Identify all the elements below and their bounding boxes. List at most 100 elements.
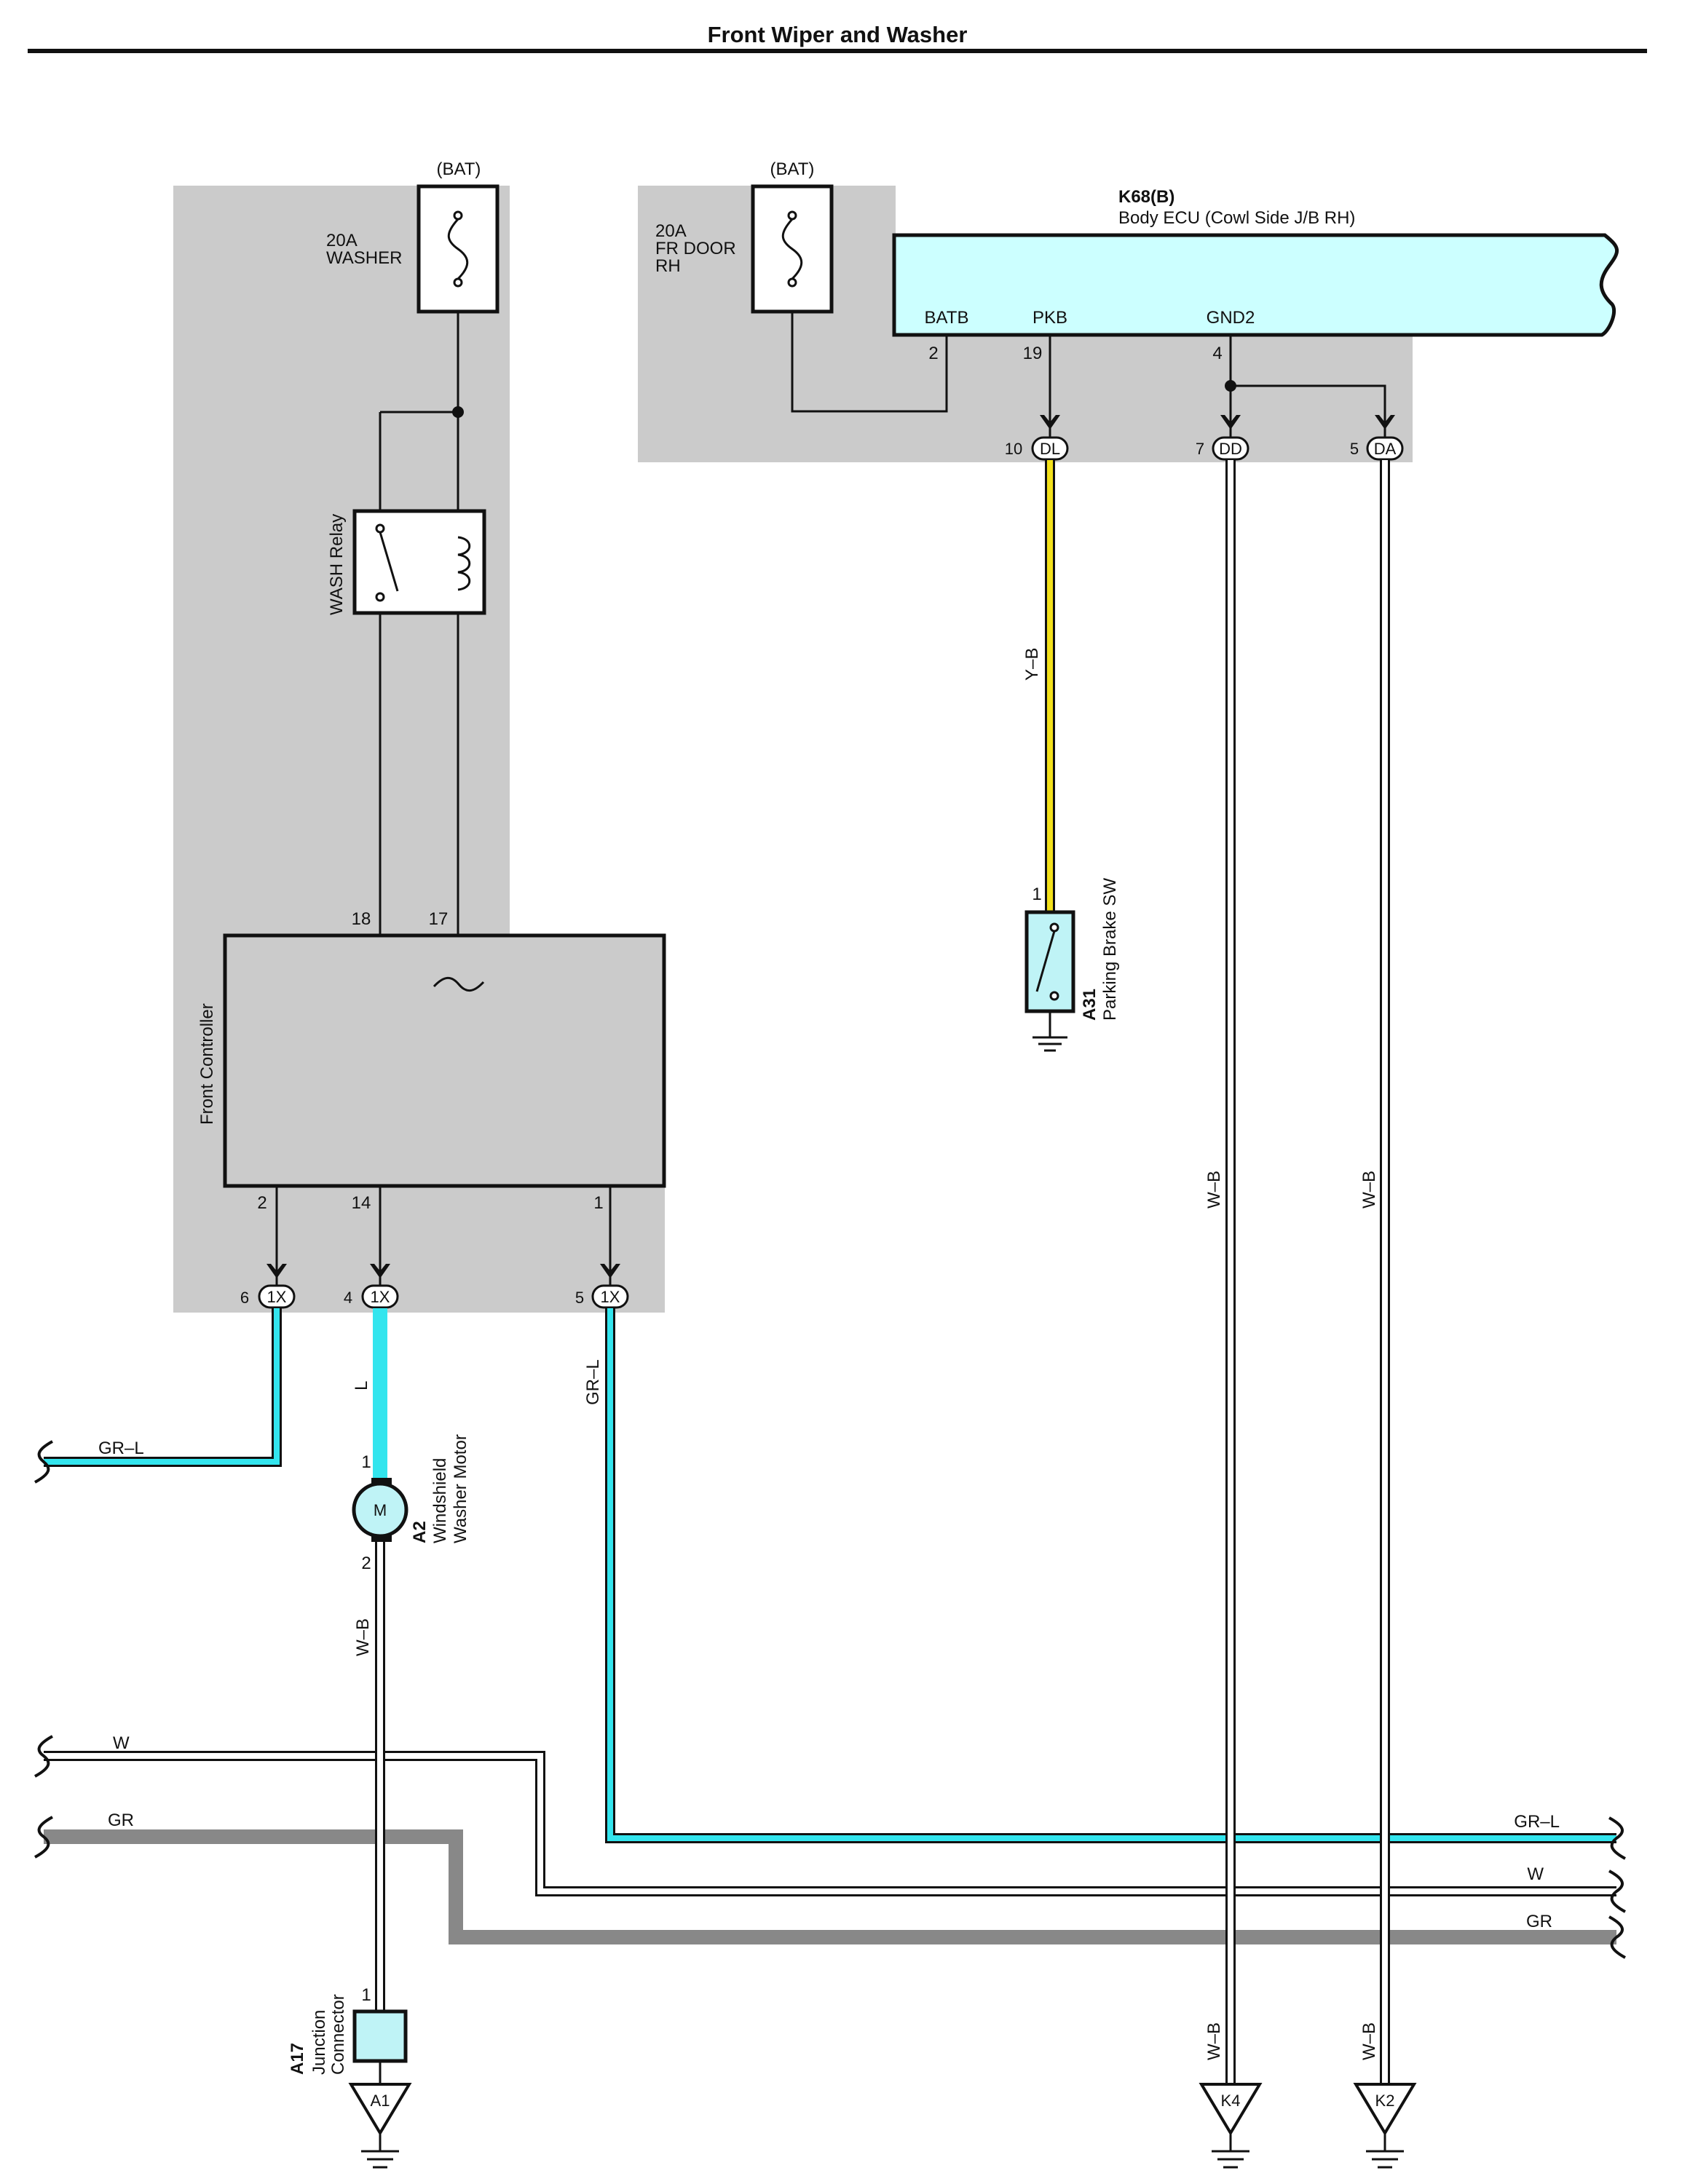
svg-text:DL: DL	[1040, 440, 1060, 458]
fuse-washer-name: WASHER	[326, 248, 402, 268]
wire-label-gr-right: GR	[1526, 1912, 1552, 1931]
front-controller-box	[223, 933, 666, 1188]
parking-brake-id: A31	[1080, 989, 1099, 1021]
wire-label-wb-motor: W–B	[353, 1618, 373, 1656]
break-mark-w-left	[34, 1735, 53, 1778]
svg-text:10: 10	[1005, 440, 1022, 458]
wire-w-through	[44, 1751, 1616, 1896]
ecu-pin-batb-name: BATB	[925, 308, 969, 328]
wire-label-wb-k4-a: W–B	[1204, 1171, 1224, 1208]
gnd2-junction-dot	[1225, 380, 1236, 392]
ecu-pin-pkb-name: PKB	[1033, 308, 1067, 328]
svg-text:DA: DA	[1374, 440, 1397, 458]
ecu-name: Body ECU (Cowl Side J/B RH)	[1118, 208, 1355, 228]
fuse-frdoor-name2: RH	[655, 256, 681, 276]
ground-k2-label: K2	[1375, 2092, 1395, 2110]
conn-1x-4-num: 4	[344, 1289, 352, 1307]
wire-label-yb: Y–B	[1022, 648, 1042, 681]
timer-tilde-icon	[433, 976, 485, 992]
conn-1x-5-code: 1X	[601, 1288, 620, 1306]
fuse-frdoor	[751, 184, 834, 314]
ecu-pin-gnd2-name: GND2	[1207, 308, 1255, 328]
break-mark-gr-left	[34, 1816, 53, 1859]
break-mark-grl-left	[34, 1440, 53, 1484]
connector-1x-5: 1X 5	[575, 1284, 629, 1309]
ground-a1-label: A1	[371, 2092, 390, 2110]
conn-1x-5-num: 5	[575, 1289, 584, 1307]
wb-crossings	[375, 1733, 1390, 1966]
connector-1x-6: 1X 6	[240, 1284, 296, 1309]
motor-name1: Windshield	[430, 1458, 450, 1543]
motor-symbol-icon: M	[374, 1501, 387, 1519]
junction-name2: Connector	[328, 1994, 348, 2075]
junction-connector-box	[352, 2009, 408, 2063]
wire-label-grl-right: GR–L	[1514, 1812, 1560, 1832]
wash-relay	[352, 509, 486, 615]
arrow-heads-1x	[266, 1264, 620, 1278]
conn-1x-4-code: 1X	[371, 1288, 390, 1306]
junction-name1: Junction	[309, 2010, 329, 2075]
wire-label-wb-k2-a: W–B	[1359, 1171, 1379, 1208]
wire-label-grl-vert: GR–L	[583, 1359, 603, 1405]
parking-brake-pin: 1	[1032, 885, 1041, 904]
motor-pin-1: 1	[361, 1452, 371, 1472]
diagram-title: Front Wiper and Washer	[708, 22, 968, 47]
fc-pin-2: 2	[257, 1193, 266, 1213]
wire-label-wb-k4-b: W–B	[1204, 2022, 1224, 2060]
fuse-washer-amp: 20A	[326, 231, 358, 250]
wire-label-wb-k2-b: W–B	[1359, 2022, 1379, 2060]
fuse-frdoor-name1: FR DOOR	[655, 239, 736, 258]
ecu-pin-gnd2-num: 4	[1212, 344, 1222, 363]
fuse-frdoor-amp: 20A	[655, 221, 687, 241]
connector-dd: DD 7	[1196, 436, 1249, 461]
fc-pin-18: 18	[352, 909, 371, 929]
break-mark-w-right	[1608, 1870, 1626, 1913]
wire-grl-left	[44, 1308, 282, 1467]
wire-grl-right	[605, 1308, 1616, 1843]
connector-da: DA 5	[1350, 436, 1404, 461]
svg-text:DD: DD	[1219, 440, 1242, 458]
ground-a1: A1	[348, 2083, 412, 2169]
wire-label-gr-left: GR	[108, 1811, 134, 1830]
bat-right-label: (BAT)	[770, 159, 815, 179]
ecu-pin-batb-num: 2	[928, 344, 938, 363]
frdoor-to-batb-wire	[791, 312, 948, 413]
svg-text:5: 5	[1350, 440, 1359, 458]
parking-brake-name: Parking Brake SW	[1100, 878, 1120, 1021]
motor-name2: Washer Motor	[451, 1434, 470, 1543]
front-controller-label: Front Controller	[197, 1003, 217, 1125]
junction-dot	[452, 406, 464, 418]
conn-1x-6-code: 1X	[267, 1288, 287, 1306]
fc-pin-14: 14	[352, 1193, 371, 1213]
svg-text:7: 7	[1196, 440, 1204, 458]
ground-k4-label: K4	[1221, 2092, 1241, 2110]
conn-1x-6-num: 6	[240, 1289, 249, 1307]
ecu-pin-pkb-num: 19	[1023, 344, 1043, 363]
ground-k2: K2	[1353, 2083, 1417, 2169]
junction-id: A17	[288, 2043, 307, 2075]
fuse-washer	[416, 184, 500, 314]
relay-label: WASH Relay	[327, 514, 347, 615]
wire-gr-through	[44, 1829, 1616, 1944]
break-mark-gr-right	[1608, 1915, 1626, 1959]
ecu-id: K68(B)	[1118, 187, 1174, 207]
wire-label-l: L	[352, 1381, 371, 1390]
connector-1x-4: 1X 4	[344, 1284, 399, 1309]
fc-pin-17: 17	[429, 909, 449, 929]
right-shade-conn	[638, 335, 1413, 462]
motor-pin-2: 2	[361, 1554, 371, 1573]
break-mark-grl-right	[1608, 1816, 1626, 1860]
washer-motor: M	[352, 1478, 408, 1542]
wire-label-grl-left: GR–L	[98, 1439, 144, 1458]
fc-output-leads	[275, 1186, 612, 1285]
connector-dl: DL 10	[1005, 436, 1069, 461]
wire-label-w-right: W	[1527, 1864, 1544, 1884]
body-ecu-box	[892, 233, 1619, 337]
ground-k4: K4	[1199, 2083, 1263, 2169]
fc-pin-1: 1	[593, 1193, 603, 1213]
wire-label-w-left: W	[113, 1733, 130, 1753]
arrow-heads-ecu	[1040, 415, 1395, 430]
bat-left-label: (BAT)	[437, 159, 481, 179]
junction-pin: 1	[361, 1985, 371, 2005]
